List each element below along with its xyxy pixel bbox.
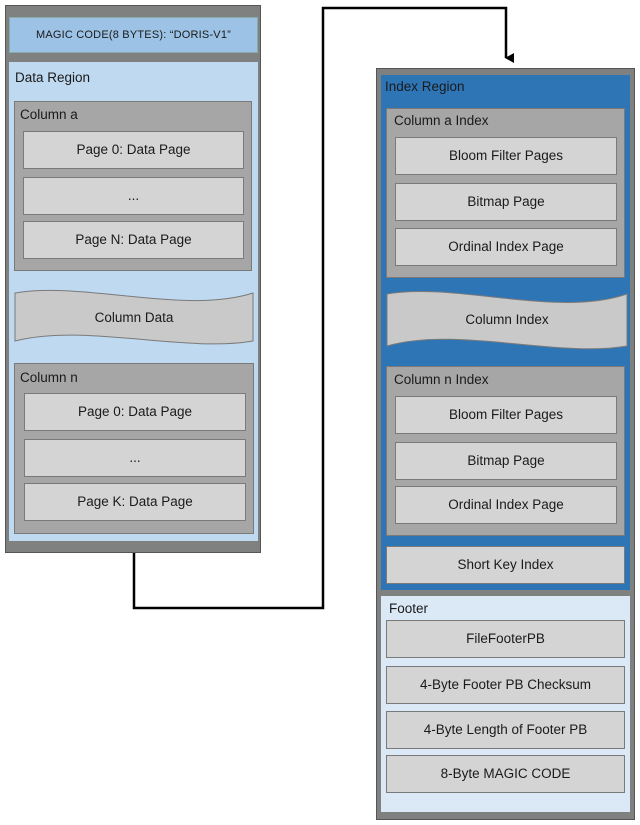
ordinal-index-page: Ordinal Index Page: [395, 228, 617, 266]
bloom-filter-page: Bloom Filter Pages: [395, 396, 617, 434]
data-page: Page N: Data Page: [23, 221, 244, 259]
ordinal-index-page: Ordinal Index Page: [395, 486, 617, 524]
data-region-label: Data Region: [15, 70, 91, 85]
bitmap-page: Bitmap Page: [395, 183, 617, 221]
column-a-index-label: Column a Index: [394, 113, 489, 128]
data-page: Page 0: Data Page: [23, 131, 244, 169]
bitmap-page: Bitmap Page: [395, 442, 617, 480]
column-data-wave: [14, 289, 254, 345]
footer-label: Footer: [389, 601, 429, 616]
short-key-index: Short Key Index: [386, 546, 625, 584]
data-page-ellipsis: ...: [23, 177, 244, 215]
index-region-label: Index Region: [385, 79, 465, 94]
file-footer-pb: FileFooterPB: [386, 620, 625, 658]
column-data-label: Column Data: [94, 310, 174, 325]
column-index-wave: [386, 291, 628, 350]
column-n-label: Column n: [20, 370, 78, 385]
data-page: Page K: Data Page: [24, 483, 246, 521]
footer-pb-length: 4-Byte Length of Footer PB: [386, 711, 625, 749]
footer-pb-checksum: 4-Byte Footer PB Checksum: [386, 666, 625, 704]
data-page: Page 0: Data Page: [24, 393, 246, 431]
column-index-label: Column Index: [465, 312, 549, 327]
column-a-label: Column a: [20, 107, 78, 122]
magic-code-header: MAGIC CODE(8 BYTES): “DORIS-V1”: [9, 17, 258, 53]
data-page-ellipsis: ...: [24, 439, 246, 477]
column-n-index-label: Column n Index: [394, 372, 489, 387]
magic-code-footer: 8-Byte MAGIC CODE: [386, 755, 625, 793]
bloom-filter-page: Bloom Filter Pages: [395, 137, 617, 175]
